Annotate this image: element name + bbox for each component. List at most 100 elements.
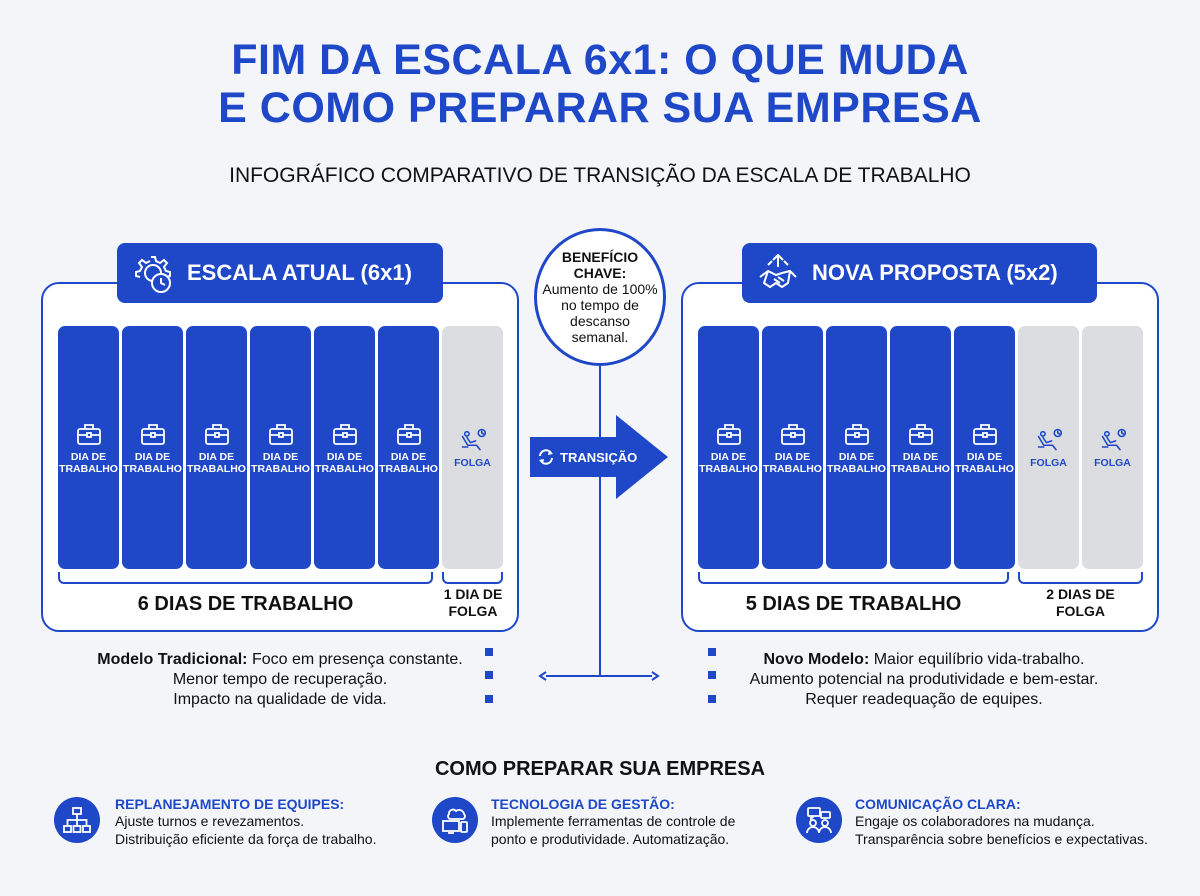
new-proposal-header: NOVA PROPOSTA (5x2) — [742, 243, 1097, 303]
current-notes-line-2: Menor tempo de recuperação. — [172, 671, 388, 688]
new-off-summary-line-2: FOLGA — [1056, 603, 1105, 619]
current-off-summary-line-1: 1 DIA DE — [443, 586, 503, 602]
current-schedule-header: ESCALA ATUAL (6x1) — [117, 243, 443, 303]
tip-clear-communication: COMUNICAÇÃO CLARA: Engaje os colaborador… — [855, 796, 1195, 848]
benefit-title-line-1: BENEFÍCIO — [561, 249, 639, 265]
page-title: FIM DA ESCALA 6x1: O QUE MUDA E COMO PRE… — [0, 36, 1200, 132]
recliner-icon — [461, 428, 486, 450]
new-off-summary: 2 DIAS DE FOLGA — [1018, 586, 1143, 620]
day-label-line-2: TRABALHO — [315, 462, 374, 475]
tip-1-line-1: Ajuste turnos e revezamentos. — [115, 813, 305, 829]
note-bullet — [708, 695, 716, 703]
briefcase-icon — [76, 423, 101, 445]
note-bullet — [485, 695, 493, 703]
tip-2-line-1: Implemente ferramentas de controle de — [491, 813, 736, 829]
benefit-text-line-3: descanso — [570, 313, 630, 329]
day-label-line-2: TRABALHO — [699, 462, 758, 475]
current-notes-bold: Modelo Tradicional: — [97, 651, 248, 668]
recliner-icon — [1037, 428, 1062, 450]
tip-2-line-2: ponto e produtividade. Automatização. — [491, 831, 730, 847]
refresh-icon — [539, 449, 553, 465]
off-day-column: FOLGA — [1082, 326, 1143, 569]
off-day-column: FOLGA — [442, 326, 503, 569]
page-subtitle: INFOGRÁFICO COMPARATIVO DE TRANSIÇÃO DA … — [229, 164, 971, 187]
day-label-line-2: TRABALHO — [763, 462, 822, 475]
benefit-text-line-2: no tempo de — [561, 297, 639, 313]
briefcase-icon — [844, 423, 869, 445]
new-notes-line-2: Aumento potencial na produtividade e bem… — [749, 671, 1099, 688]
tip-management-technology: TECNOLOGIA DE GESTÃO: Implemente ferrame… — [491, 796, 791, 848]
day-label-line-1: DIA DE — [198, 450, 235, 463]
briefcase-icon — [716, 423, 741, 445]
day-label-line-2: TRABALHO — [379, 462, 438, 475]
note-bullet — [485, 648, 493, 656]
new-off-summary-line-1: 2 DIAS DE — [1046, 586, 1115, 602]
off-days-brace — [442, 572, 503, 584]
day-label-line-1: DIA DE — [134, 450, 171, 463]
day-label-line-2: TRABALHO — [251, 462, 310, 475]
transition-connector — [538, 366, 660, 681]
gear-clock-icon — [135, 256, 171, 293]
briefcase-icon — [332, 423, 357, 445]
off-days-brace — [1018, 572, 1143, 584]
briefcase-icon — [140, 423, 165, 445]
cloud-devices-icon — [432, 797, 478, 843]
briefcase-icon — [908, 423, 933, 445]
day-label-line-1: DIA DE — [326, 450, 363, 463]
day-label-line-1: DIA DE — [710, 450, 747, 463]
recliner-icon — [1101, 428, 1126, 450]
org-chart-icon — [54, 797, 100, 843]
new-notes-line-3: Requer readequação de equipes. — [805, 691, 1043, 708]
tip-1-title: REPLANEJAMENTO DE EQUIPES: — [115, 796, 345, 812]
current-work-summary: 6 DIAS DE TRABALHO — [137, 593, 354, 615]
day-label: FOLGA — [454, 457, 491, 469]
day-label-line-1: DIA DE — [262, 450, 299, 463]
work-days-brace — [698, 572, 1009, 584]
day-label-line-2: TRABALHO — [891, 462, 950, 475]
tip-3-title: COMUNICAÇÃO CLARA: — [855, 796, 1021, 812]
benefit-text-line-1: Aumento de 100% — [542, 281, 658, 297]
briefcase-icon — [972, 423, 997, 445]
tip-3-line-1: Engaje os colaboradores na mudança. — [855, 813, 1095, 829]
day-label-line-1: DIA DE — [966, 450, 1003, 463]
briefcase-icon — [396, 423, 421, 445]
transition-label-group: TRANSIÇÃO — [537, 446, 647, 468]
day-label-line-1: FOLGA — [1030, 456, 1067, 469]
new-model-notes: Novo Modelo: Maior equilíbrio vida-traba… — [718, 650, 1130, 710]
day-label-line-1: FOLGA — [1094, 456, 1131, 469]
title-line-2: E COMO PREPARAR SUA EMPRESA — [218, 84, 982, 132]
handshake-growth-icon — [759, 254, 797, 288]
transition-arrow — [530, 415, 668, 499]
transition-label: TRANSIÇÃO — [560, 449, 638, 465]
prepare-section-title: COMO PREPARAR SUA EMPRESA — [434, 758, 766, 780]
note-bullet — [708, 671, 716, 679]
new-proposal-title: NOVA PROPOSTA (5x2) — [812, 260, 1058, 285]
day-label-line-2: TRABALHO — [827, 462, 886, 475]
day-label-line-2: TRABALHO — [123, 462, 182, 475]
briefcase-icon — [204, 423, 229, 445]
off-day-column: FOLGA — [1018, 326, 1079, 569]
note-bullet — [708, 648, 716, 656]
tip-team-replanning: REPLANEJAMENTO DE EQUIPES: Ajuste turnos… — [115, 796, 435, 848]
work-days-brace — [58, 572, 433, 584]
current-schedule-title: ESCALA ATUAL (6x1) — [187, 260, 412, 285]
new-notes-line-1: Maior equilíbrio vida-trabalho. — [869, 651, 1085, 668]
day-label-line-1: DIA DE — [902, 450, 939, 463]
tip-2-title: TECNOLOGIA DE GESTÃO: — [491, 796, 675, 812]
